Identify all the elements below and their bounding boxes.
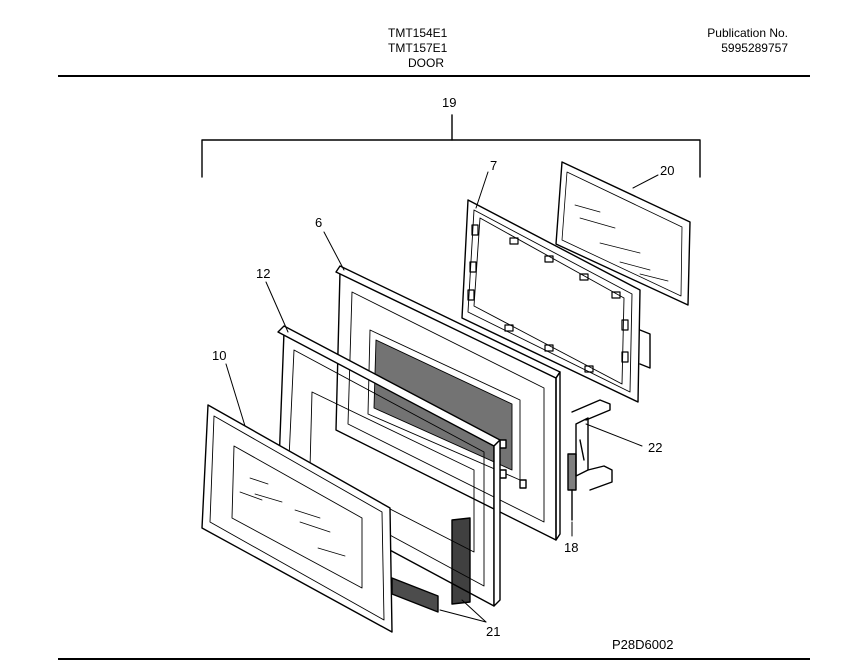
callout-21: 21: [486, 624, 500, 639]
model-number-2: TMT157E1: [388, 41, 448, 55]
part-7-frame: [461, 199, 651, 403]
footer-rule: [58, 658, 810, 660]
part-12-choke-frame: [277, 325, 501, 607]
publication-block: Publication No. 5995289757: [640, 26, 788, 56]
callout-10: 10: [212, 348, 226, 363]
part-22-latch: [571, 399, 613, 491]
callout-22: 22: [648, 440, 662, 455]
assembly-bracket: [201, 114, 701, 178]
callout-19: 19: [442, 95, 456, 110]
callout-6: 6: [315, 215, 322, 230]
callout-7: 7: [490, 158, 497, 173]
publication-label: Publication No.: [707, 26, 788, 40]
section-title: DOOR: [408, 56, 444, 70]
diagram-code: P28D6002: [612, 637, 674, 652]
header-rule: [58, 75, 810, 77]
callout-18: 18: [564, 540, 578, 555]
publication-number: 5995289757: [721, 41, 788, 55]
callout-20: 20: [660, 163, 674, 178]
model-header: TMT154E1 TMT157E1 DOOR: [360, 26, 500, 71]
leader-lines: [225, 171, 659, 623]
part-18-spring: [567, 453, 577, 521]
part-21-strips: [391, 517, 471, 613]
model-number-1: TMT154E1: [388, 26, 448, 40]
part-20-glass-panel: [555, 161, 691, 306]
part-10-outer-panel: [201, 404, 393, 633]
callout-12: 12: [256, 266, 270, 281]
